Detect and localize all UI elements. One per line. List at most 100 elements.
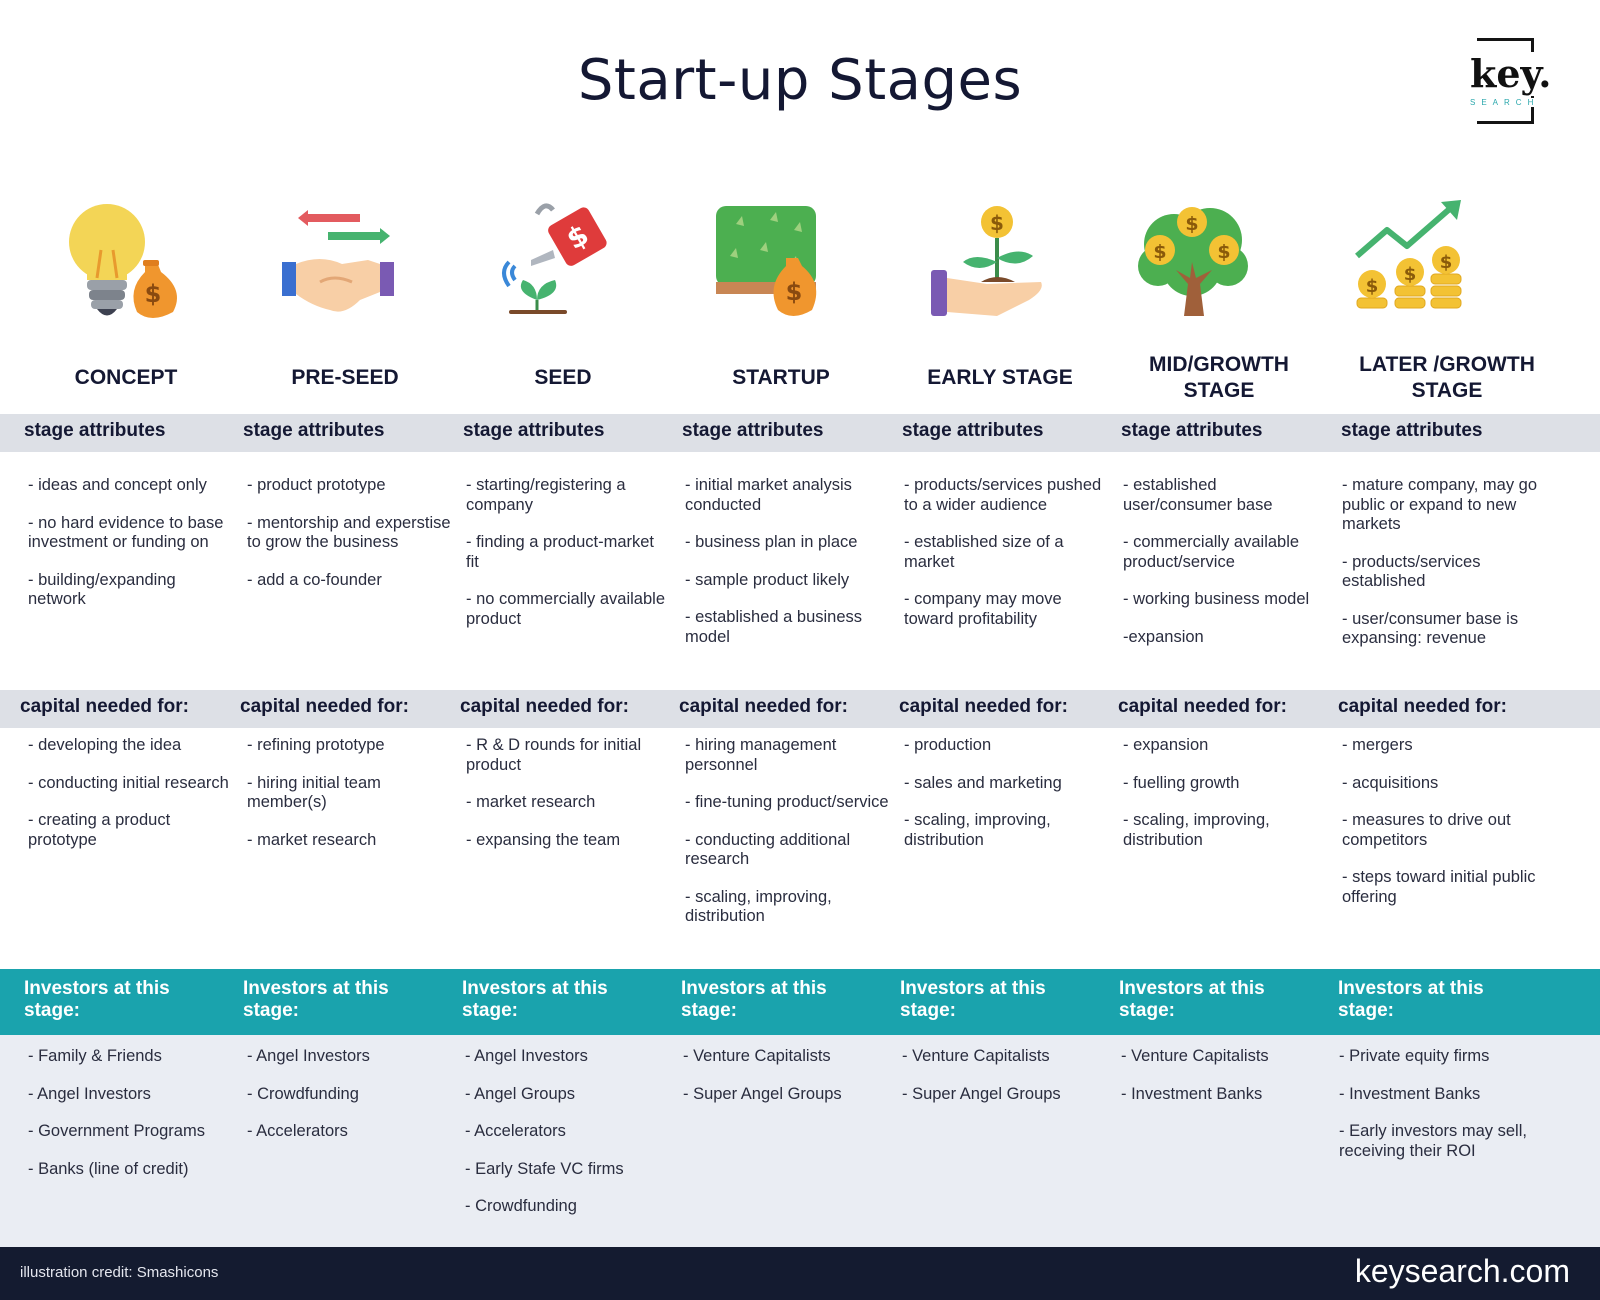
list-item: - scaling, improving, distribution <box>1123 811 1270 849</box>
attributes-list-seed: - starting/registering a company - findi… <box>466 476 671 647</box>
band-label: Investors at this stage: <box>1338 978 1484 1021</box>
list-item: - measures to drive out competitors <box>1342 811 1511 849</box>
capital-list-early-stage: - production - sales and marketing - sca… <box>904 736 1109 868</box>
list-item: - Crowdfunding <box>247 1084 359 1103</box>
list-item: - products/services pushed to a wider au… <box>904 476 1102 514</box>
band-label: stage attributes <box>682 420 824 441</box>
keysearch-logo: key. SEARCH <box>1470 38 1560 126</box>
list-item: - working business model <box>1123 590 1310 608</box>
band-label: stage attributes <box>1341 420 1483 441</box>
list-item: - fine-tuning product/service <box>685 793 889 811</box>
list-item: - hiring management personnel <box>685 736 837 774</box>
svg-text:$: $ <box>1440 252 1453 273</box>
list-item: - Investment Banks <box>1339 1084 1481 1103</box>
list-item: - Angel Investors <box>465 1047 588 1065</box>
investors-list-later-growth: - Private equity firms - Investment Bank… <box>1339 1047 1554 1179</box>
money-tree-icon: $ $ $ <box>1138 207 1248 316</box>
band-label: Investors at this stage: <box>900 978 1046 1021</box>
capital-list-mid-growth: - expansion - fuelling growth - scaling,… <box>1123 736 1328 868</box>
stage-name: STARTUP <box>732 366 830 389</box>
list-item: - Angel Groups <box>465 1084 576 1103</box>
list-item: - add a co-founder <box>247 570 382 589</box>
list-item: - user/consumer base is expansing: reven… <box>1342 609 1519 648</box>
list-item: - Banks (line of credit) <box>28 1159 189 1178</box>
list-item: - company may move toward profitability <box>904 590 1062 628</box>
list-item: - steps toward initial public offering <box>1342 868 1536 906</box>
list-item: - conducting additional research <box>685 830 851 869</box>
list-item: -expansion <box>1123 627 1204 646</box>
band-label: capital needed for: <box>899 696 1068 717</box>
capital-list-pre-seed: - refining prototype - hiring initial te… <box>247 736 452 868</box>
logo-subtext: SEARCH <box>1470 98 1540 107</box>
band-label: capital needed for: <box>679 696 848 717</box>
investors-background <box>0 1035 1600 1247</box>
list-item: - sample product likely <box>685 570 850 589</box>
list-item: - Venture Capitalists <box>902 1047 1050 1065</box>
list-item: - finding a product-market fit <box>466 533 655 571</box>
stage-names-row: CONCEPT PRE-SEED SEED STARTUP EARLY STAG… <box>20 350 1580 410</box>
attributes-list-mid-growth: - established user/consumer base - comme… <box>1123 476 1328 665</box>
investors-list-seed: - Angel Investors - Angel Groups - Accel… <box>465 1047 670 1235</box>
svg-text:$: $ <box>145 280 162 308</box>
stage-name: EARLY STAGE <box>927 366 1073 389</box>
list-item: - Early investors may sell, receiving th… <box>1339 1122 1527 1160</box>
list-item: - hiring initial team member(s) <box>247 773 381 812</box>
list-item: - R & D rounds for initial product <box>466 736 642 774</box>
investors-list-mid-growth: - Venture Capitalists - Investment Banks <box>1121 1047 1326 1122</box>
hand-money-plant-icon: $ <box>931 206 1042 316</box>
list-item: - established user/consumer base <box>1123 476 1273 514</box>
band-label: Investors at this stage: <box>24 978 170 1021</box>
list-item: - established a business model <box>685 608 863 646</box>
stage-name: LATER /GROWTH STAGE <box>1359 353 1535 402</box>
list-item: - Super Angel Groups <box>902 1084 1061 1103</box>
list-item: - mentorship and experstise to grow the … <box>247 513 451 552</box>
band-label: capital needed for: <box>240 696 409 717</box>
svg-text:$: $ <box>1404 264 1417 285</box>
list-item: - no hard evidence to base investment or… <box>28 513 224 552</box>
list-item: - initial market analysis conducted <box>685 476 852 514</box>
list-item: - market research <box>247 830 377 849</box>
coins-growth-arrow-icon: $ $ $ <box>1355 200 1462 309</box>
band-label: stage attributes <box>902 420 1044 441</box>
list-item: - Private equity firms <box>1339 1047 1490 1065</box>
lightbulb-moneybag-icon: $ <box>69 204 177 318</box>
capital-list-concept: - developing the idea - conducting initi… <box>28 736 233 868</box>
list-item: - expansion <box>1123 736 1209 754</box>
footer <box>0 1247 1600 1300</box>
band-label: stage attributes <box>1121 420 1263 441</box>
stage-name: SEED <box>534 366 592 389</box>
attributes-list-concept: - ideas and concept only - no hard evide… <box>28 476 233 628</box>
band-label: Investors at this stage: <box>1119 978 1265 1021</box>
band-label: capital needed for: <box>460 696 629 717</box>
list-item: - refining prototype <box>247 736 385 754</box>
list-item: - commercially available product/service <box>1123 533 1300 571</box>
list-item: - market research <box>466 793 596 811</box>
band-label: stage attributes <box>24 420 166 441</box>
stage-name: PRE-SEED <box>291 366 399 389</box>
list-item: - Government Programs <box>28 1122 205 1140</box>
attributes-list-later-growth: - mature company, may go public or expan… <box>1342 476 1562 667</box>
stage-name: CONCEPT <box>74 366 178 389</box>
svg-text:$: $ <box>786 278 803 306</box>
attributes-list-early-stage: - products/services pushed to a wider au… <box>904 476 1109 647</box>
stage-icons: $ $ $ $ <box>20 200 1580 340</box>
band-label: Investors at this stage: <box>243 978 389 1021</box>
attributes-list-pre-seed: - product prototype - mentorship and exp… <box>247 476 452 608</box>
list-item: - ideas and concept only <box>28 476 207 494</box>
illustration-credit: illustration credit: Smashicons <box>20 1264 219 1281</box>
band-label: capital needed for: <box>1338 696 1507 717</box>
band-label: Investors at this stage: <box>462 978 608 1021</box>
svg-text:$: $ <box>990 211 1004 235</box>
logo-text: key. <box>1470 51 1554 96</box>
list-item: - starting/registering a company <box>466 476 626 514</box>
band-label: stage attributes <box>243 420 385 441</box>
list-item: - scaling, improving, distribution <box>685 887 832 926</box>
list-item: - no commercially available product <box>466 590 665 628</box>
svg-text:$: $ <box>1217 241 1230 263</box>
list-item: - expansing the team <box>466 830 621 849</box>
capital-needed-band <box>0 690 1600 728</box>
list-item: - established size of a market <box>904 533 1064 571</box>
money-hedge-icon: $ <box>716 206 817 316</box>
list-item: - Family & Friends <box>28 1047 162 1065</box>
band-label: capital needed for: <box>20 696 189 717</box>
